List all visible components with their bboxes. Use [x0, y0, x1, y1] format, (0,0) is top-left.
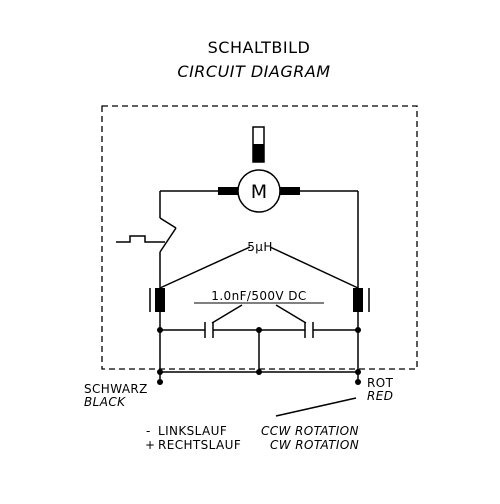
inductor-label: 5µH [247, 240, 273, 254]
rotation-minus-row: - LINKSLAUF CCW ROTATION [146, 424, 359, 438]
motor-icon [218, 169, 300, 213]
rotation-plus-row: + RECHTSLAUF CW ROTATION [145, 438, 359, 452]
rotation-plus-sign: + [145, 438, 155, 452]
terminal-left-label-en: BLACK [84, 395, 126, 409]
brush-indicator-icon [252, 126, 265, 163]
title-english: CIRCUIT DIAGRAM [177, 62, 330, 81]
rotation-plus-de: RECHTSLAUF [158, 438, 241, 452]
terminal-left-label-de: SCHWARZ [84, 382, 148, 396]
junction-dots [157, 327, 361, 385]
rotation-plus-en: CW ROTATION [270, 438, 359, 452]
inductor-right-icon [353, 288, 370, 312]
motor-label: M [251, 181, 267, 203]
rotation-minus-de: LINKSLAUF [158, 424, 227, 438]
rotation-minus-sign: - [146, 424, 151, 438]
capacitor-label: 1.0nF/500V DC [211, 289, 306, 303]
terminal-right-label-en: RED [367, 389, 393, 403]
title-german: SCHALTBILD [208, 38, 311, 57]
rotation-minus-en: CCW ROTATION [261, 424, 359, 438]
terminal-right-label-de: ROT [367, 376, 394, 390]
inductor-left-icon [149, 288, 165, 312]
